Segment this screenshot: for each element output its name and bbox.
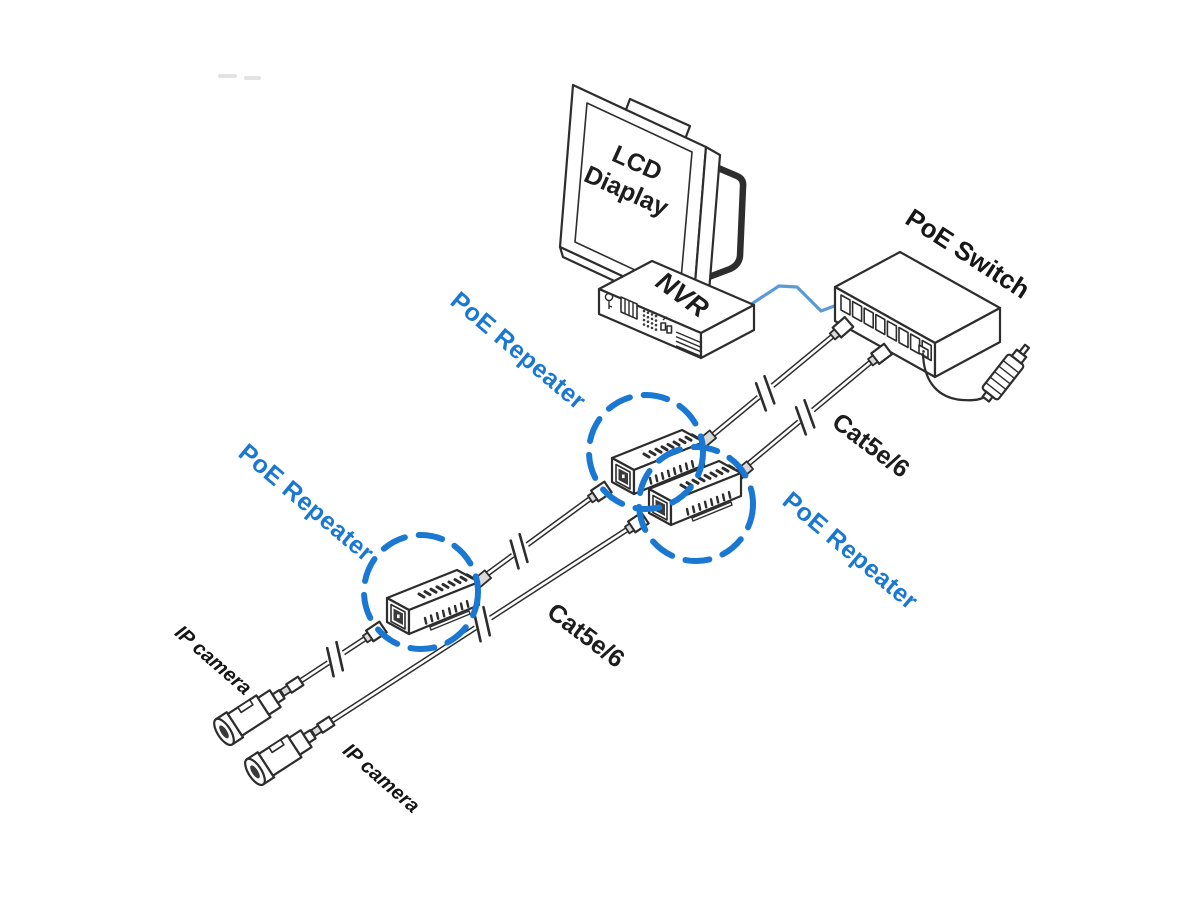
- camera-rear-nub: [271, 689, 286, 704]
- ip-camera-label-1: IP camera: [170, 621, 255, 699]
- camera-bracket-slot: [268, 738, 285, 754]
- cat5e-label-2: Cat5e/6: [542, 598, 630, 674]
- camera-connector: [310, 715, 336, 737]
- power-adapter: [981, 343, 1031, 403]
- rj45-plug: [828, 315, 855, 341]
- nvr-usb-ports: [660, 316, 673, 334]
- lcd-display: LCD Diaplay: [558, 83, 747, 321]
- nvr-side-vents: [675, 331, 703, 358]
- camera-rear-nub: [302, 729, 317, 744]
- camera-lens: [250, 765, 260, 779]
- cable-break-mark: [753, 374, 779, 412]
- poe-repeater-label-3: PoE Repeater: [777, 486, 923, 615]
- nvr-to-switch-cable: [751, 284, 847, 313]
- display-stand: [697, 158, 747, 284]
- rj45-plug: [867, 342, 894, 367]
- nvr-right-face: [699, 303, 756, 360]
- repeater-highlight-circle-1: [586, 392, 706, 512]
- switch-right-face: [933, 306, 1002, 379]
- nvr-dot-matrix-vent: [642, 309, 658, 331]
- camera-connector: [279, 675, 305, 697]
- cable-break-mark: [508, 532, 532, 570]
- poe-repeater-label-1: PoE Repeater: [445, 286, 591, 415]
- repeater-highlight-circle-2: [361, 532, 481, 652]
- poe-repeater-label-2: PoE Repeater: [233, 438, 379, 567]
- ip-camera-2: [244, 729, 317, 787]
- cable-break-mark: [324, 640, 348, 678]
- nvr-vent-slot-panel: [620, 296, 638, 320]
- camera-bracket-slot: [237, 698, 254, 714]
- ip-camera-label-2: IP camera: [338, 739, 423, 817]
- cable-break-mark: [471, 605, 495, 643]
- watermark-smudge: [218, 74, 261, 80]
- switch-dc-inlet: [918, 344, 929, 359]
- cat5e-cable-chain1-segment2: [477, 495, 593, 583]
- ip-camera-1: [213, 689, 286, 747]
- repeater-highlight-circle-3: [636, 444, 756, 564]
- repeater-port-pin: [622, 474, 625, 479]
- camera-lens: [219, 725, 229, 739]
- cable-break-mark: [793, 398, 819, 436]
- cat5e-label-1: Cat5e/6: [827, 408, 915, 484]
- nvr: NVR: [597, 259, 756, 360]
- repeater-side-vents: [648, 460, 695, 485]
- repeater-top-vents: [642, 433, 699, 459]
- nvr-key-lock-icon: [604, 292, 614, 309]
